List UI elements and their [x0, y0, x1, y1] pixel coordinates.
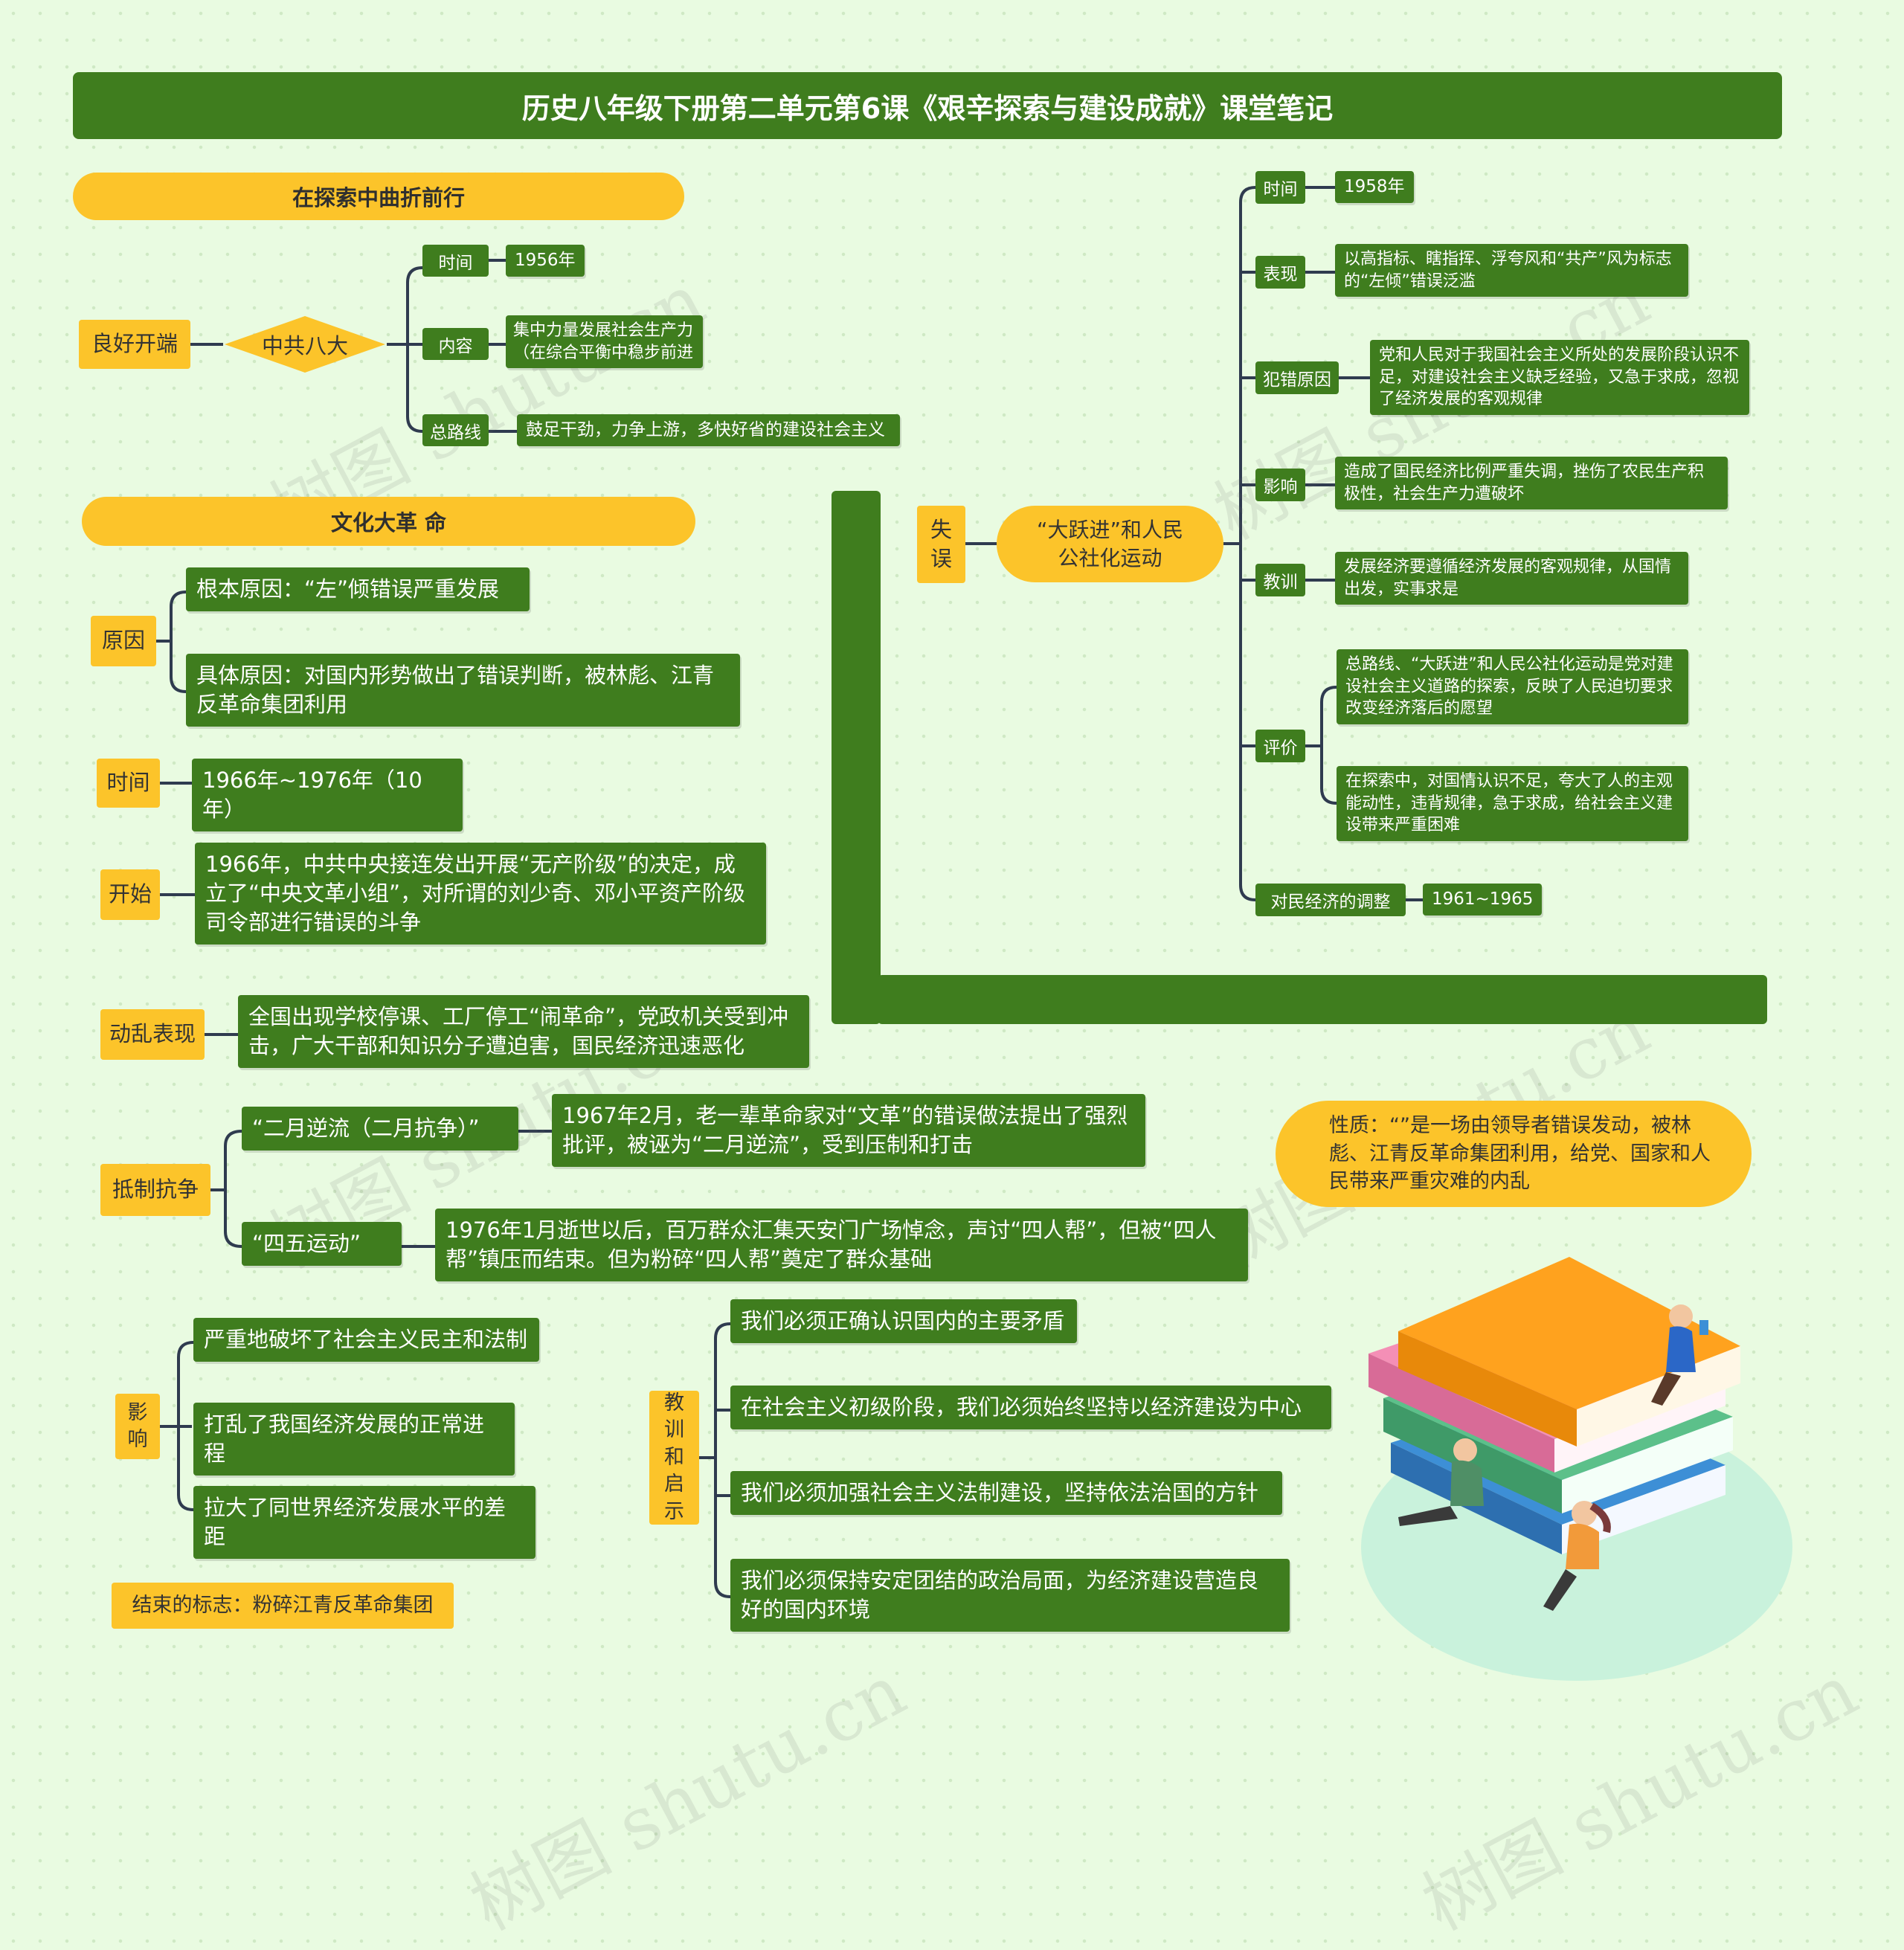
lesson-item: 在社会主义初级阶段，我们必须始终坚持以经济建设为中心	[730, 1386, 1331, 1430]
eighth-congress-node: 中共八大	[261, 333, 348, 358]
lesson-item: 我们必须正确认识国内的主要矛盾	[730, 1299, 1077, 1344]
mistake-label-impact: 影响	[1255, 469, 1305, 501]
great-leap-node: “大跃进”和人民公社化运动	[997, 506, 1223, 582]
impact-item: 拉大了同世界经济发展水平的差距	[193, 1486, 536, 1560]
mistake-root: 失误	[917, 506, 965, 583]
impact-item: 严重地破坏了社会主义民主和法制	[193, 1318, 539, 1362]
resist-april-fifth-label: “四五运动”	[242, 1222, 402, 1267]
resist-february-label: “二月逆流（二月抗争）”	[242, 1107, 518, 1151]
impact-item: 打乱了我国经济发展的正常进程	[193, 1403, 515, 1476]
mistake-value-cause: 党和人民对于我国社会主义所处的发展阶段认识不足，对建设社会主义缺乏经验，又急于求…	[1370, 340, 1749, 416]
cause-specific: 具体原因：对国内形势做出了错误判断，被林彪、江青反革命集团利用	[186, 654, 740, 727]
start-value: 1966年，中共中央接连发出开展“无产阶级”的决定，成立了“中央文革小组”，对所…	[195, 843, 766, 945]
resist-february-value: 1967年2月，老一辈革命家对“文革”的错误做法提出了强烈批评，被诬为“二月逆流…	[552, 1094, 1145, 1168]
resist-april-fifth-value: 1976年1月逝世以后，百万群众汇集天安门广场悼念，声讨“四人帮”，但被“四人帮…	[435, 1209, 1248, 1282]
diamond-node-shape	[225, 316, 385, 373]
end-marker: 结束的标志：粉碎江青反革命集团	[112, 1583, 454, 1629]
cause-label: 原因	[91, 616, 156, 666]
section-banner-cultural-revolution: 文化大革 命	[82, 497, 695, 546]
books-illustration	[1361, 1257, 1792, 1681]
mistake-label-time: 时间	[1255, 171, 1305, 204]
section-banner-exploration: 在探索中曲折前行	[73, 173, 684, 220]
good-start-value-time: 1956年	[506, 245, 585, 277]
good-start-label-time: 时间	[422, 245, 489, 277]
chaos-label: 动乱表现	[100, 1009, 205, 1060]
mistake-label-evaluation: 评价	[1255, 730, 1305, 762]
chaos-value: 全国出现学校停课、工厂停工“闹革命”，党政机关受到冲击，广大干部和知识分子遭迫害…	[238, 995, 809, 1069]
mistake-value-impact: 造成了国民经济比例严重失调，挫伤了农民生产积极性，社会生产力遭破坏	[1335, 457, 1728, 510]
nature-note: 性质：“”是一场由领导者错误发动，被林彪、江青反革命集团利用，给党、国家和人民带…	[1276, 1101, 1752, 1207]
lesson-item: 我们必须加强社会主义法制建设，坚持依法治国的方针	[730, 1471, 1282, 1516]
time-value: 1966年~1976年（10年）	[192, 759, 463, 832]
impact-label: 影响	[115, 1394, 160, 1459]
resist-label: 抵制抗争	[100, 1164, 210, 1216]
mistake-value-adjustment: 1961~1965	[1423, 884, 1543, 916]
cause-root: 根本原因：“左”倾错误严重发展	[186, 567, 530, 612]
time-label: 时间	[97, 759, 160, 808]
connector-lines	[156, 186, 1423, 1598]
mistake-value-evaluation: 总路线、“大跃进”和人民公社化运动是党对建设社会主义道路的探索，反映了人民迫切要…	[1337, 649, 1688, 725]
mistake-label-cause: 犯错原因	[1255, 361, 1339, 394]
good-start-root: 良好开端	[79, 320, 190, 369]
mistake-value-time: 1958年	[1335, 171, 1414, 204]
lessons-label: 教训和启示	[649, 1391, 699, 1525]
start-label: 开始	[100, 869, 160, 920]
good-start-label-line: 总路线	[422, 414, 489, 446]
frame-bar-horizontal	[878, 975, 1767, 1024]
good-start-value-line: 鼓足干劲，力争上游，多快好省的建设社会主义	[517, 414, 900, 447]
lesson-item: 我们必须保持安定团结的政治局面，为经济建设营造良好的国内环境	[730, 1559, 1290, 1632]
page-title: 历史八年级下册第二单元第6课《艰辛探索与建设成就》课堂笔记	[73, 72, 1782, 139]
good-start-label-content: 内容	[422, 328, 489, 360]
mistake-label-adjustment: 对民经济的调整	[1255, 884, 1406, 916]
good-start-value-content: 集中力量发展社会生产力（在综合平衡中稳步前进	[506, 315, 703, 369]
mistake-value-lesson: 发展经济要遵循经济发展的客观规律，从国情出发，实事求是	[1335, 552, 1688, 605]
frame-bar-vertical	[832, 491, 881, 1024]
mistake-label-lesson: 教训	[1255, 564, 1305, 596]
mistake-label-manifestation: 表现	[1255, 256, 1305, 289]
mistake-value-evaluation: 在探索中，对国情认识不足，夸大了人的主观能动性，违背规律，急于求成，给社会主义建…	[1337, 766, 1688, 842]
mistake-value-manifestation: 以高指标、瞎指挥、浮夸风和“共产”风为标志的“左倾”错误泛滥	[1335, 244, 1688, 297]
